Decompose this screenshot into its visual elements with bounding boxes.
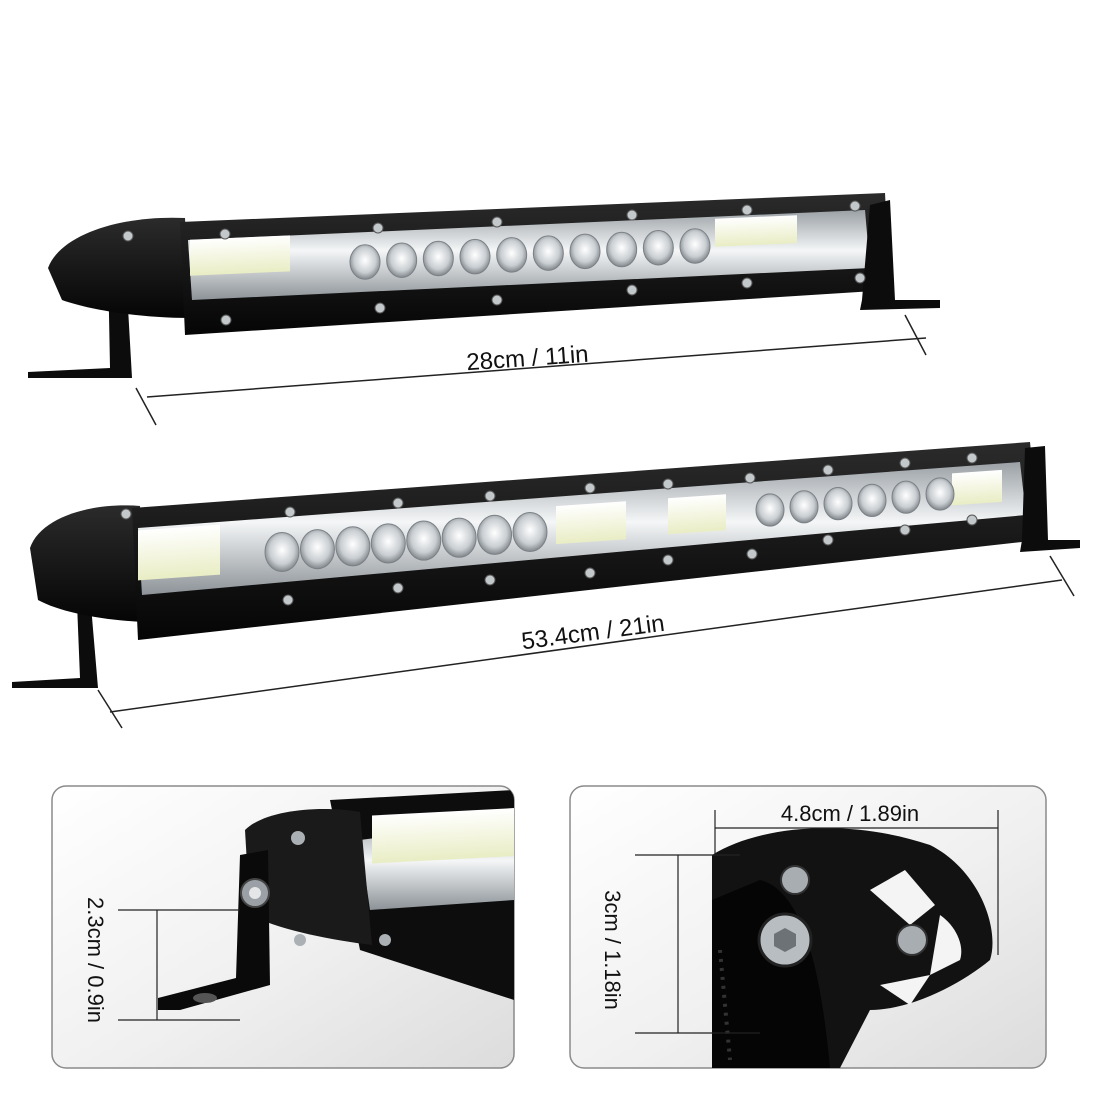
long-bar-left-endcap [30, 505, 144, 622]
short-bar-led-block-left [190, 235, 290, 276]
screw [966, 514, 978, 526]
short-bar-right-bracket [860, 200, 940, 310]
lens [569, 233, 601, 270]
screw [741, 204, 753, 216]
screw [822, 534, 834, 546]
bracket-detail-panel: 4.8cm / 1.89in 3cm / 1.18in [569, 785, 1047, 1069]
bracket-width-label: 4.8cm / 1.89in [781, 801, 919, 826]
bracket-bolt-top [780, 865, 810, 895]
long-bar-right-bracket [1020, 446, 1080, 552]
lens [642, 230, 674, 266]
lens [532, 235, 564, 271]
long-light-bar [12, 442, 1080, 688]
screw [741, 277, 753, 289]
long-bar-led-block-3 [668, 494, 726, 535]
screw [374, 302, 386, 314]
lens [925, 477, 955, 511]
long-bar-lens-row [264, 477, 955, 573]
long-bar-length-label: 53.4cm / 21in [520, 610, 666, 656]
short-bar-led-block-right [715, 215, 797, 247]
short-bar-screws [122, 200, 866, 326]
lens [335, 526, 371, 567]
short-bar-length-label: 28cm / 11in [466, 341, 590, 376]
bracket-height-label: 3cm / 1.18in [600, 890, 625, 1010]
lens [349, 244, 381, 280]
short-bar-lens-row [349, 228, 711, 280]
lens [789, 490, 819, 524]
height-detail-panel: 2.3cm / 0.9in [51, 785, 515, 1069]
lens [386, 242, 418, 278]
screw [746, 548, 758, 560]
screw [484, 574, 496, 586]
lens [606, 231, 638, 268]
lens [679, 228, 711, 264]
short-bar-left-endcap [48, 217, 190, 318]
short-light-bar [28, 193, 940, 378]
screw [372, 222, 384, 234]
screw [584, 482, 596, 494]
lens [441, 517, 477, 558]
screw [849, 200, 861, 212]
screw [220, 314, 232, 326]
screw [484, 490, 496, 502]
lens [406, 520, 442, 561]
screw [822, 464, 834, 476]
screw [120, 508, 132, 520]
lens [422, 240, 454, 277]
screw [744, 472, 756, 484]
screw [491, 294, 503, 306]
lens [891, 480, 921, 514]
detail-led-strip [372, 808, 514, 864]
screw [854, 272, 866, 284]
long-bar-led-block-4 [952, 469, 1002, 506]
screw [662, 554, 674, 566]
lens [857, 483, 887, 517]
lens [459, 238, 491, 275]
long-bar-led-block-2 [556, 501, 626, 545]
screw [122, 230, 134, 242]
screw [282, 594, 294, 606]
screw [899, 524, 911, 536]
lens [370, 523, 406, 564]
lens [823, 487, 853, 521]
lens [299, 529, 335, 570]
screw [626, 284, 638, 296]
screw [284, 506, 296, 518]
screw [662, 478, 674, 490]
lens [496, 237, 528, 273]
short-bar-dimension: 28cm / 11in [135, 314, 927, 426]
screw [392, 582, 404, 594]
screw [584, 567, 596, 579]
screw [491, 216, 503, 228]
screw [626, 209, 638, 221]
lens [264, 531, 300, 573]
lens [755, 493, 785, 527]
long-bar-left-bracket [12, 570, 98, 688]
screw [899, 457, 911, 469]
long-bar-led-block-1 [138, 524, 220, 581]
bracket-bolt-right [896, 924, 928, 956]
screw [392, 497, 404, 509]
height-label: 2.3cm / 0.9in [83, 897, 108, 1023]
screw [219, 228, 231, 240]
lens [477, 514, 513, 555]
screw [966, 452, 978, 464]
lens [512, 511, 548, 553]
long-bar-screws [120, 452, 978, 606]
